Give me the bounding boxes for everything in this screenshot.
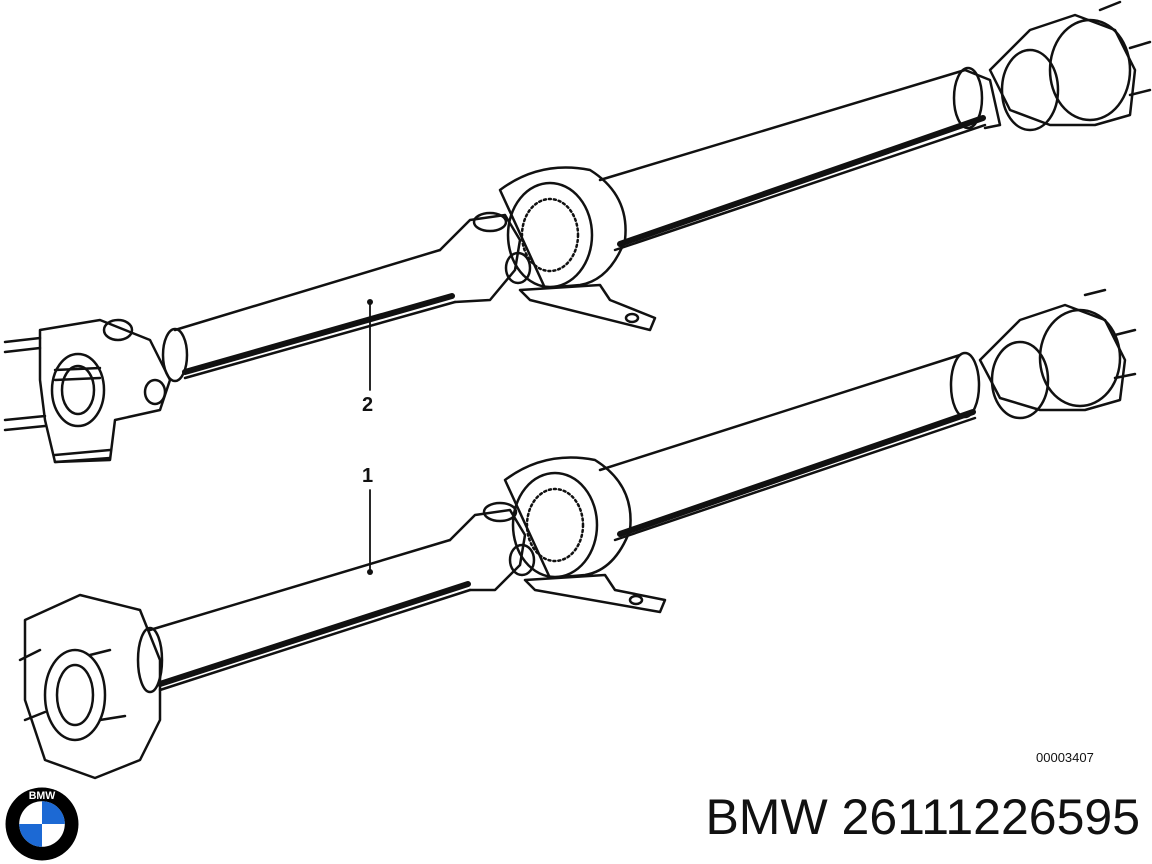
svg-text:BMW: BMW [29, 790, 57, 802]
bmw-logo: BMW [5, 787, 79, 861]
driveshaft-lower [18, 288, 1137, 780]
drawing-code: 00003407 [1036, 750, 1094, 765]
callout-label-2: 2 [362, 394, 374, 416]
callout-label-1: 1 [362, 465, 374, 487]
driveshaft-upper [3, 0, 1152, 464]
part-caption: BMW 26111226595 [705, 789, 1140, 845]
